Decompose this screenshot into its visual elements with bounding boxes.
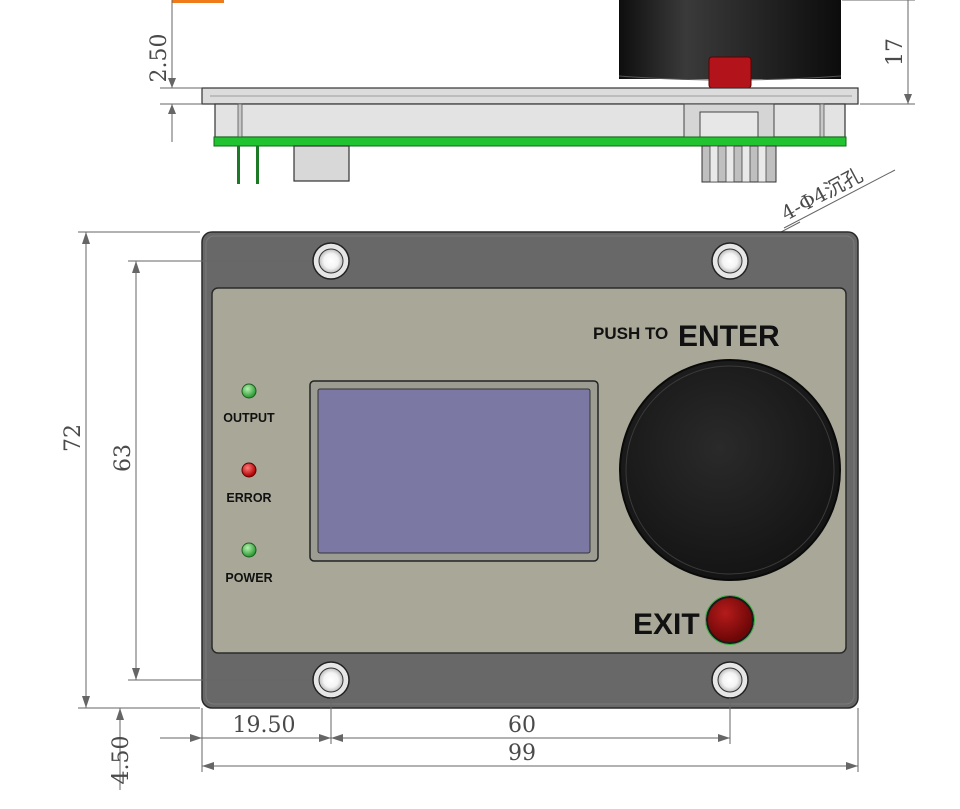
exit-button[interactable] [706,596,754,644]
push-to-label: PUSH TO [593,324,668,343]
enter-label: ENTER [678,320,780,353]
led-power-label: POWER [225,571,272,585]
led-output-green [241,383,257,399]
led-output-label: OUTPUT [223,411,275,425]
orange-accent-bar [172,0,224,3]
led-power-green [241,542,257,558]
front-dimension-lines [78,231,859,790]
exit-label: EXIT [633,608,700,641]
mounting-hole-top-left [312,242,350,280]
dim-hole-spacing: 60 [508,713,536,738]
dim-inner-height: 63 [111,444,136,472]
mounting-hole-bottom-right [711,661,749,699]
dim-knob-height: 17 [883,38,908,66]
mounting-hole-bottom-left [312,661,350,699]
led-error-label: ERROR [226,491,271,505]
dimension-arrowheads [82,232,858,770]
dim-overall-height: 72 [61,424,86,452]
led-error-red [241,462,257,478]
exit-button-side [708,56,752,89]
dim-bottom-offset: 4.50 [109,736,134,785]
side-dimension-lines [160,0,915,142]
dim-hole-x-offset: 19.50 [233,713,296,738]
dim-overall-width: 99 [508,741,536,766]
pcb-side [213,136,847,147]
connector-side [293,145,350,182]
dim-top-offset: 2.50 [147,34,172,83]
encoder-knob[interactable] [619,359,841,581]
dim-hole-callout: 4-Φ4沉孔 [777,163,867,226]
lcd-screen [317,388,591,554]
mounting-hole-top-right [711,242,749,280]
side-view [201,0,859,184]
